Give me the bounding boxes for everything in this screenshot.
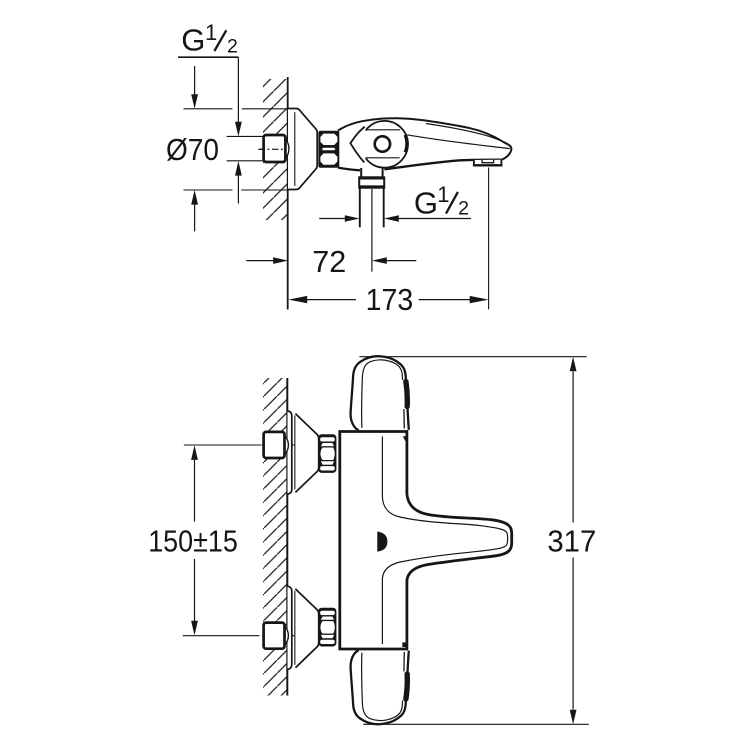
svg-text:Ø70: Ø70 (166, 132, 219, 167)
svg-text:173: 173 (366, 282, 414, 317)
svg-text:2: 2 (458, 198, 469, 220)
svg-text:150±15: 150±15 (148, 523, 238, 558)
svg-text:G: G (414, 185, 438, 220)
svg-text:2: 2 (227, 35, 238, 57)
svg-text:317: 317 (547, 523, 596, 558)
svg-text:1: 1 (437, 182, 449, 207)
svg-text:72: 72 (312, 244, 346, 279)
svg-text:1: 1 (205, 20, 217, 45)
svg-text:G: G (181, 23, 205, 58)
